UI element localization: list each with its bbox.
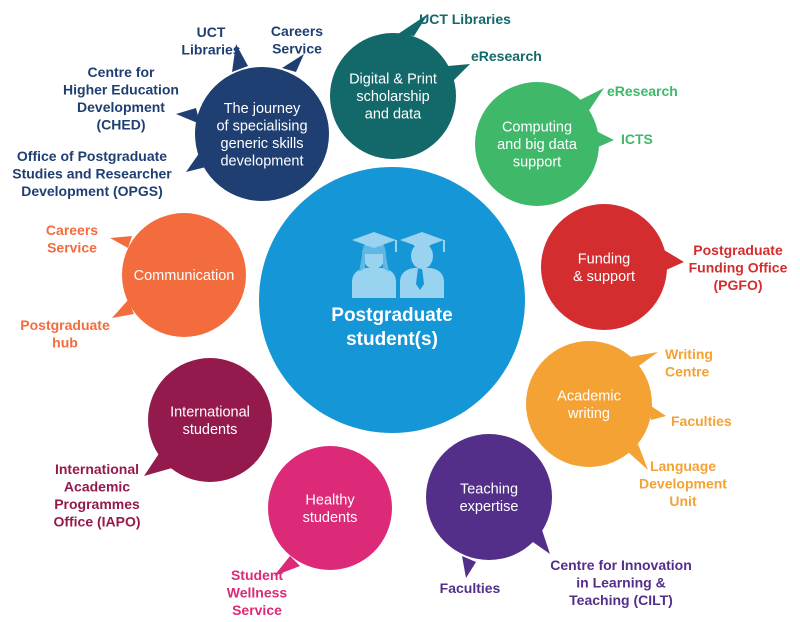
graduates-icon [352,232,445,298]
bubble-circle [268,446,392,570]
speech-tail [648,404,666,420]
speech-tail [594,130,614,148]
speech-tail [112,300,134,318]
speech-tail [110,236,132,248]
bubble-circle [426,434,552,560]
connection-label: Faculties [671,413,732,429]
bubble-circle [148,358,272,482]
bubble-circle [330,33,456,159]
bubble-circle [475,82,599,206]
bubble-circle [195,67,329,201]
speech-tail [232,44,248,72]
connection-label: Faculties [440,580,501,596]
speech-tail [628,444,648,470]
speech-tail [448,64,470,82]
bubble-circle [541,204,667,330]
connection-label: eResearch [607,83,678,99]
speech-tail [398,14,428,36]
bubble-communication: Communication [110,213,246,337]
center-circle [259,167,525,433]
speech-tail [274,556,300,576]
speech-tail [462,556,476,578]
bubble-funding: Funding& support [541,204,684,330]
connection-label: UCT Libraries [419,11,511,27]
speech-tail [144,452,172,476]
bubble-label: Funding& support [573,251,635,285]
bubble-circle [526,341,652,467]
speech-tail [176,108,200,124]
bubble-circle [122,213,246,337]
connection-label: eResearch [471,48,542,64]
speech-tail [664,250,684,270]
bubble-label: Communication [134,268,235,284]
speech-tail [282,54,304,72]
connection-label: ICTS [621,131,653,147]
speech-tail [580,88,604,112]
